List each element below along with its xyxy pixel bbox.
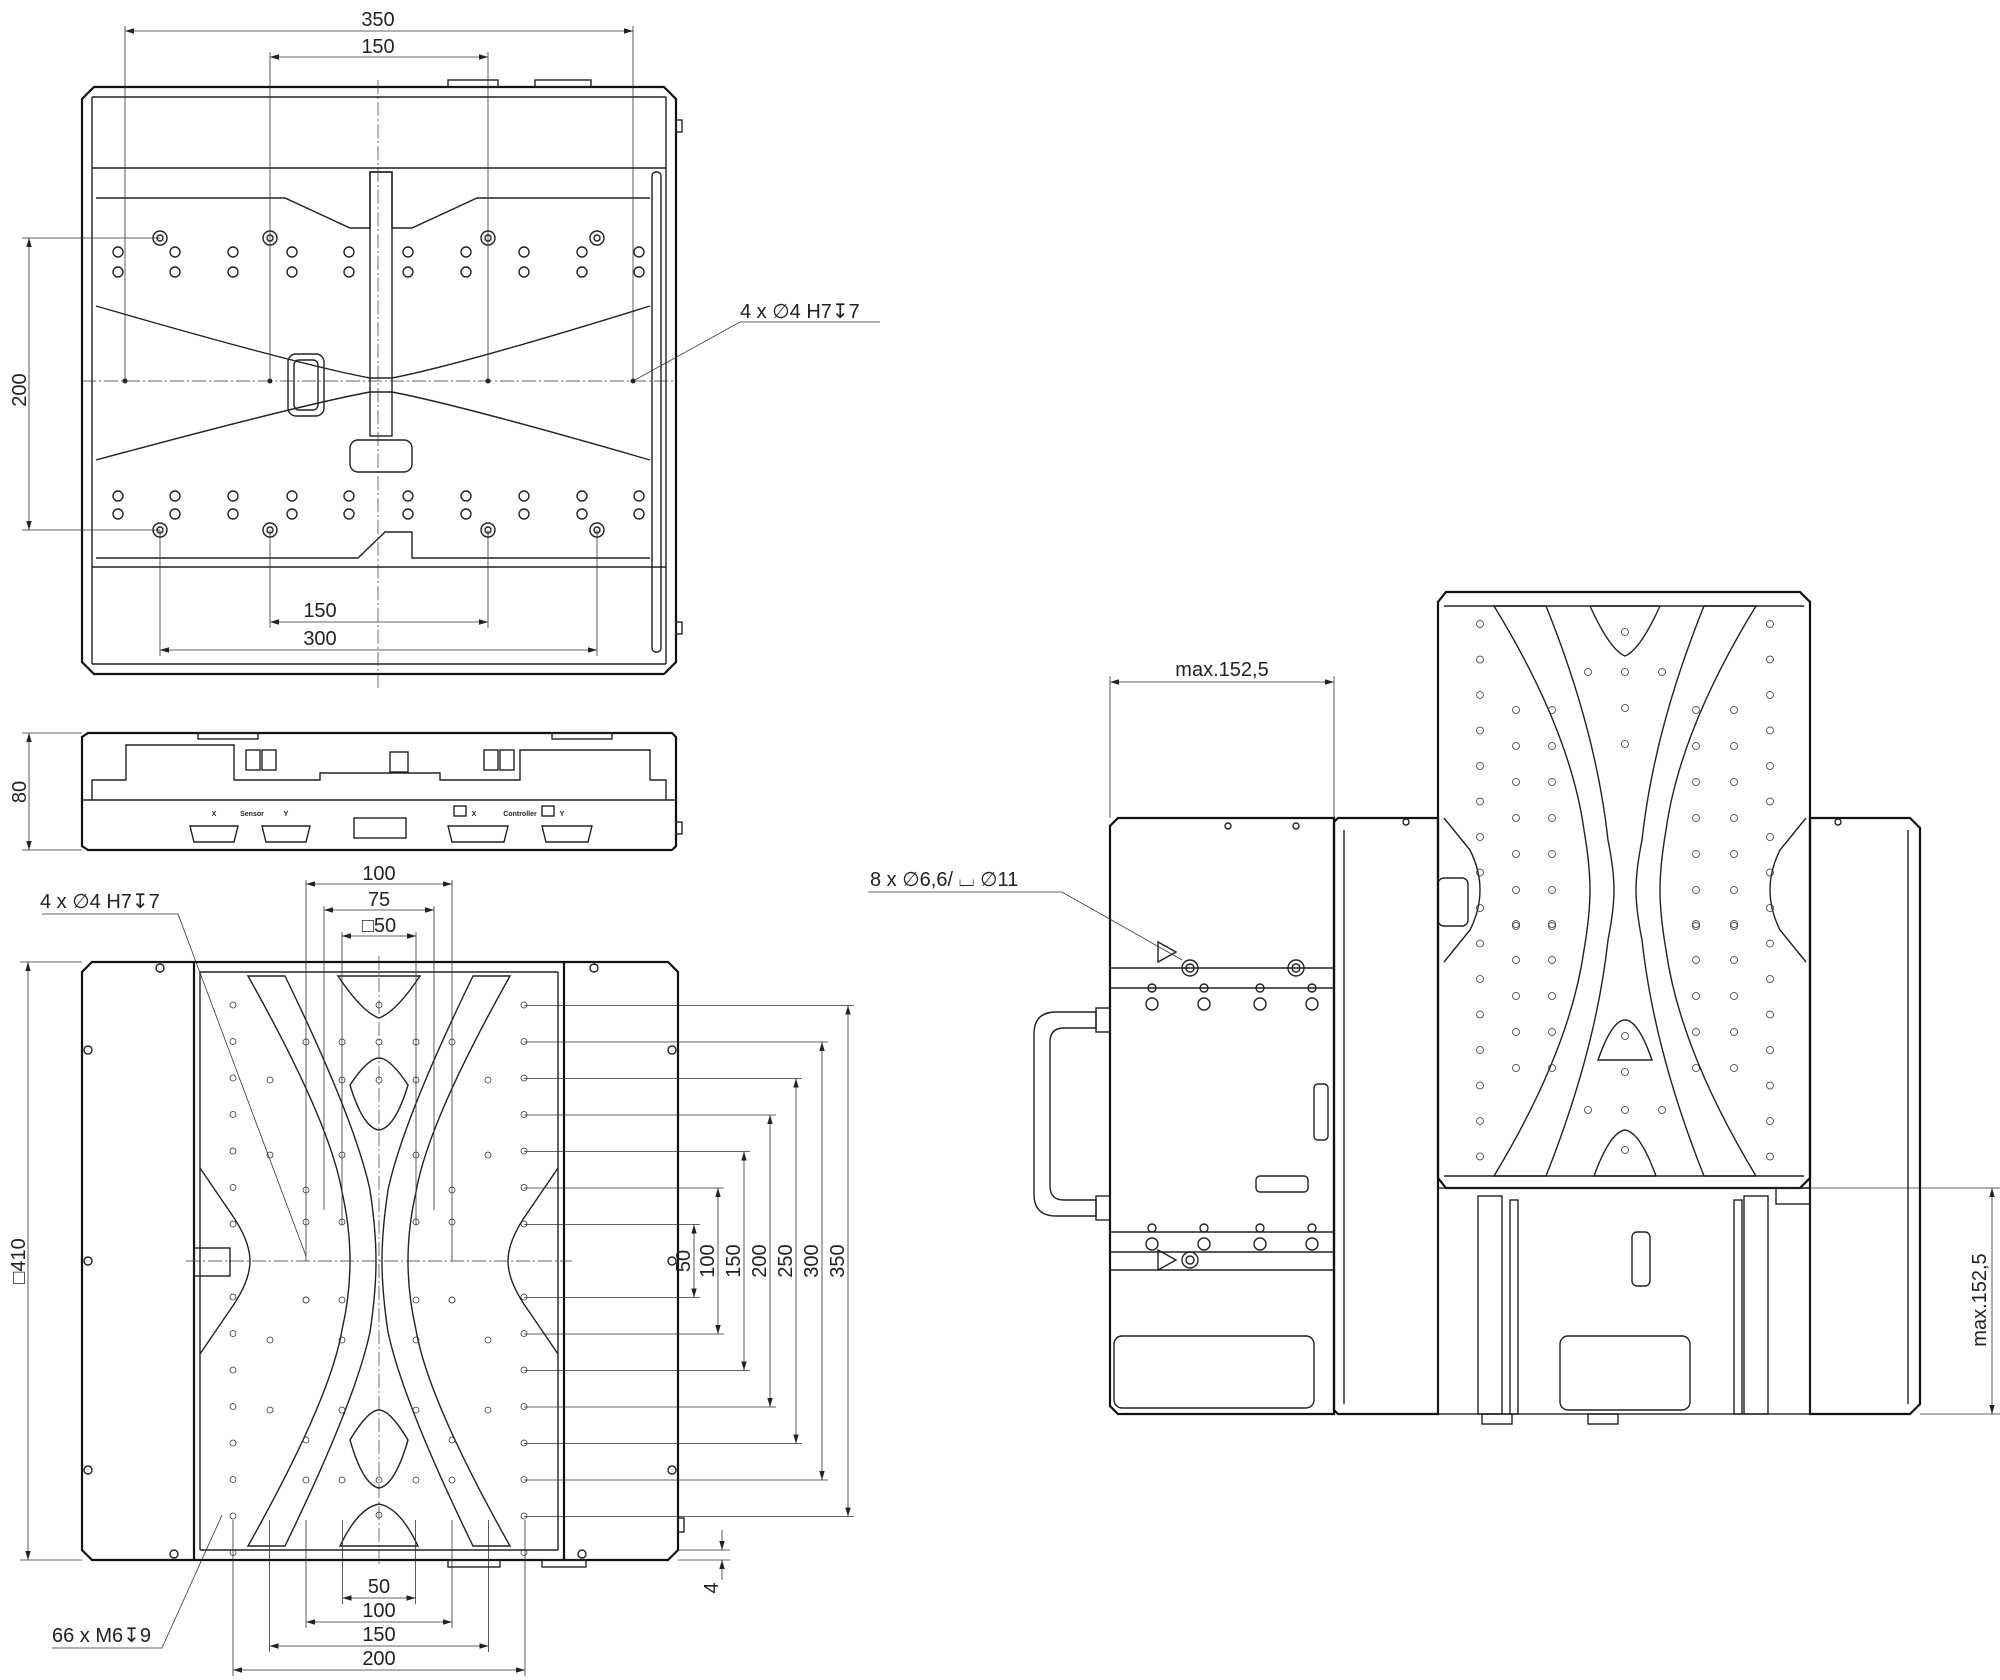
bv-dim-4: 4 [701, 1582, 723, 1593]
iso-dim-max-right: max.152,5 [1969, 1253, 1991, 1346]
top-dim-150-bottom: 150 [303, 600, 336, 622]
bv-vdim-50: 50 [673, 1250, 695, 1272]
bv-callout-holes: 4 x ∅4 H7↧7 [40, 891, 160, 913]
bv-hdim-100: 100 [362, 1600, 395, 1622]
bv-vdim-350: 350 [827, 1244, 849, 1277]
bv-vdim-300: 300 [801, 1244, 823, 1277]
iso-callout-holes: 8 x ∅6,6/ ⌴ ∅11 [870, 869, 1018, 891]
top-dim-150: 150 [361, 36, 394, 58]
side-label-y1: Y [284, 811, 289, 818]
side-label-sensor: Sensor [240, 811, 264, 818]
bv-hdim-50: 50 [368, 1576, 390, 1598]
bv-dim-sq50: □50 [362, 915, 396, 937]
top-dim-350: 350 [361, 9, 394, 31]
top-dim-200: 200 [9, 373, 31, 406]
bv-dim-100: 100 [362, 863, 395, 885]
top-callout-holes: 4 x ∅4 H7↧7 [740, 301, 860, 323]
bv-vdim-150: 150 [723, 1244, 745, 1277]
bottom-view-outline [80, 960, 680, 1562]
bv-vdim-100: 100 [697, 1244, 719, 1277]
bv-dim-sq410: □410 [8, 1238, 30, 1283]
side-label-x2: X [472, 811, 477, 818]
side-dim-80: 80 [9, 781, 31, 803]
top-view: 350 150 200 150 300 4 x ∅4 H7↧7 [9, 9, 880, 690]
side-view-outline [80, 731, 678, 852]
bv-hdim-200: 200 [362, 1648, 395, 1670]
side-label-x1: X [212, 811, 217, 818]
iso-dim-max-top: max.152,5 [1175, 659, 1268, 681]
assembly-upper-table [1436, 590, 1812, 1190]
assembly-motor-block [1108, 816, 1336, 1416]
bv-vdim-200: 200 [749, 1244, 771, 1277]
top-dim-300: 300 [303, 628, 336, 650]
bv-vdim-250: 250 [775, 1244, 797, 1277]
bv-dim-75: 75 [368, 889, 390, 911]
bv-callout-threads: 66 x M6↧9 [52, 1625, 151, 1647]
bv-hdim-150: 150 [362, 1624, 395, 1646]
assembly-view: max.152,5 max.152,5 8 x ∅6,6/ ⌴ ∅11 [868, 590, 2000, 1425]
side-view: X Sensor Y X Controller Y 80 [9, 731, 683, 852]
side-label-y2: Y [560, 811, 565, 818]
top-view-outline [80, 85, 678, 676]
side-label-controller: Controller [503, 811, 537, 818]
